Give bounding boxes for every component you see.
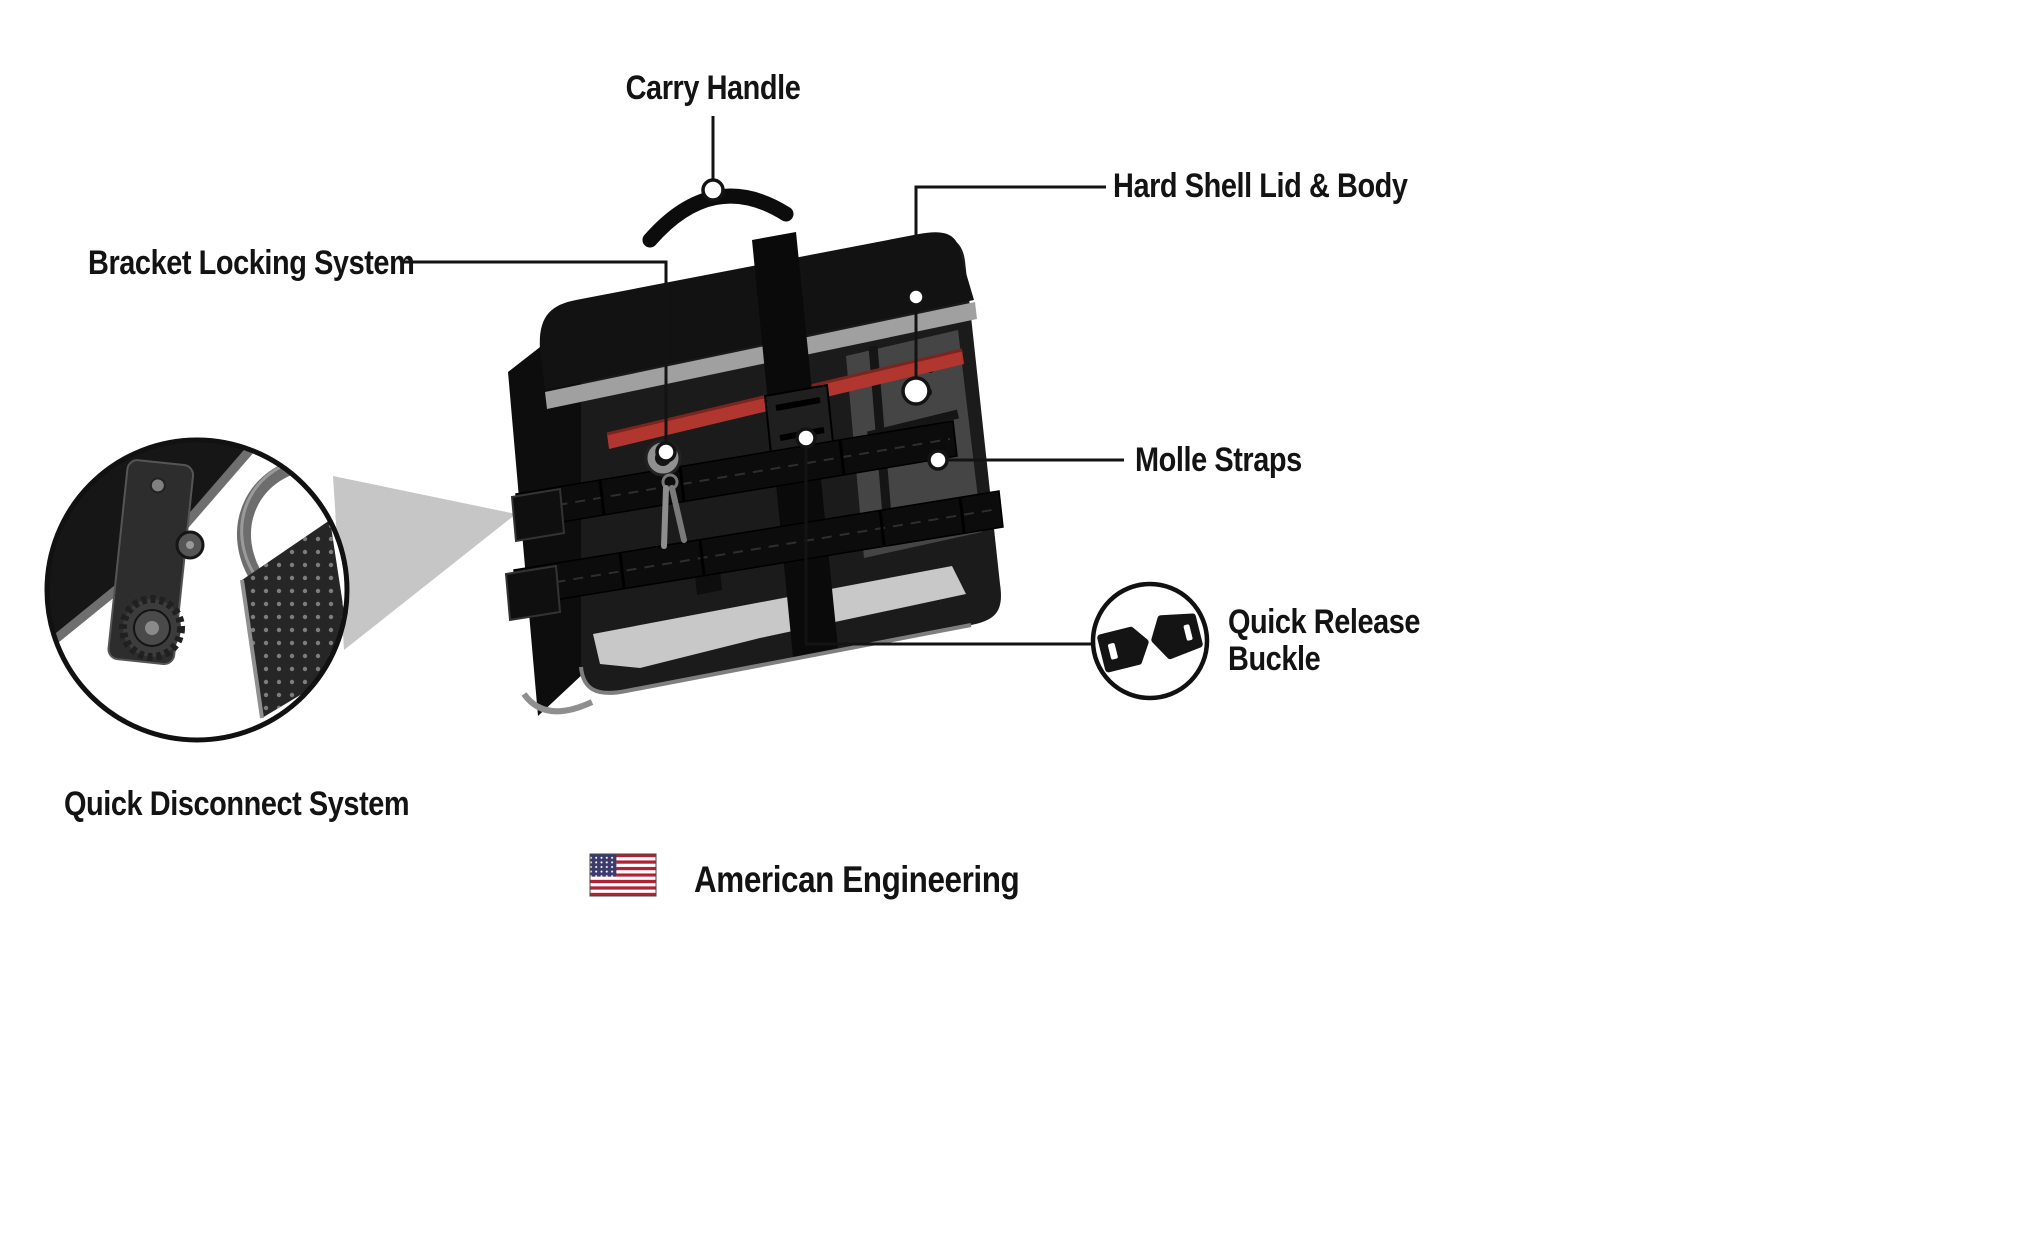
quick-release-buckle-inset	[1090, 581, 1210, 701]
label-carry-handle: Carry Handle	[625, 69, 801, 107]
bag-bottom-left-piping	[521, 692, 594, 715]
flag-border	[589, 853, 657, 897]
inset-circle-border	[44, 437, 350, 743]
inset-pointer-wedge	[333, 476, 516, 650]
inset-circle-border	[1090, 581, 1210, 701]
leather-edge	[240, 579, 264, 719]
molle-divider	[678, 466, 686, 503]
molle-divider	[958, 496, 966, 533]
buckle-slot	[775, 397, 821, 411]
callout-dot-hard-shell-body	[901, 376, 931, 406]
label-hard-shell-lid-body: Hard Shell Lid & Body	[1113, 167, 1408, 205]
flag-stripe	[590, 857, 656, 861]
label-quick-release-line1: Quick Release	[1228, 603, 1421, 641]
molle-divider	[598, 479, 606, 516]
flag-stripe	[590, 889, 656, 893]
flag-stripe	[590, 876, 656, 880]
buckle-female-half	[1097, 626, 1149, 673]
molle-divider	[698, 539, 706, 576]
molle-divider	[618, 552, 626, 589]
buckle-strap-slot	[1107, 643, 1118, 660]
callout-line-bracket-locking	[402, 260, 668, 442]
us-flag-icon	[589, 853, 657, 897]
callout-dot-bracket-locking	[655, 441, 677, 463]
lid-piping-stripe	[545, 302, 977, 409]
callout-dots	[655, 178, 949, 471]
bag-bottom-sheen	[593, 566, 966, 668]
key	[661, 485, 669, 549]
buckle-strap-slot	[1183, 624, 1193, 641]
flag-stripe	[590, 883, 656, 887]
label-bracket-locking-system: Bracket Locking System	[88, 244, 415, 282]
molle-divider	[838, 439, 846, 476]
thumb-knob-center	[145, 621, 159, 635]
saddlebag-illustration	[504, 188, 1004, 716]
key	[669, 485, 687, 543]
flag-stripe	[590, 863, 656, 867]
callout-dot-quick-release	[795, 427, 817, 449]
label-quick-release-buckle: Quick Release Buckle	[1228, 603, 1421, 679]
quick-disconnect-inset	[44, 437, 350, 743]
strap-stitching	[519, 508, 999, 589]
pivot-screw-center	[186, 541, 194, 549]
label-quick-release-line2: Buckle	[1228, 640, 1321, 679]
bag-bottom-edge	[579, 623, 972, 695]
callout-dot-carry-handle	[701, 178, 725, 202]
hard-shell-lid	[539, 232, 974, 390]
molle-divider	[878, 509, 886, 546]
label-molle-straps: Molle Straps	[1135, 441, 1302, 479]
strap-stitching	[521, 438, 951, 512]
callout-line-hard-shell	[914, 185, 1106, 288]
label-quick-disconnect-system: Quick Disconnect System	[64, 785, 410, 823]
strap-loop	[504, 564, 562, 622]
buckle-icon	[1097, 613, 1203, 673]
flag-stars	[590, 854, 617, 877]
bolt-head	[149, 477, 166, 494]
callout-line-quick-release	[804, 448, 1091, 646]
carry-handle	[642, 188, 794, 248]
callout-dot-molle-straps	[927, 449, 949, 471]
callout-dot-hard-shell-lid	[906, 287, 926, 307]
flag-stripe	[590, 870, 656, 874]
label-american-engineering: American Engineering	[694, 859, 1020, 900]
strap-loop	[510, 487, 566, 543]
callout-lines	[402, 116, 1124, 646]
